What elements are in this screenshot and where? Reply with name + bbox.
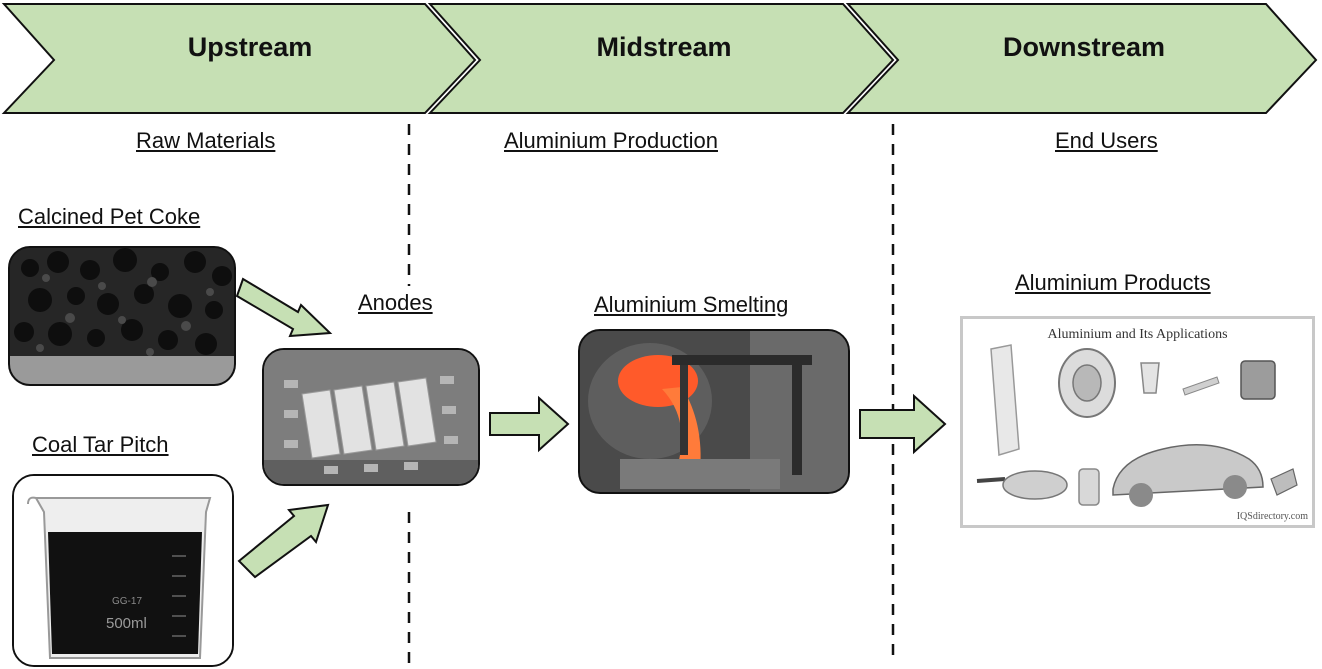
calcined-pet-coke-image — [8, 246, 236, 386]
label-aluminium-products: Aluminium Products — [1015, 270, 1211, 295]
stage-downstream-label: Downstream — [1002, 32, 1166, 62]
wheel-icon — [1058, 348, 1116, 418]
beaker-volume: 500ml — [106, 615, 147, 632]
label-anodes: Anodes — [358, 290, 433, 315]
coal-tar-pitch-image: GG-17 500ml — [12, 474, 234, 667]
label-coal-tar-pitch: Coal Tar Pitch — [32, 432, 169, 457]
aluminium-products-image: Aluminium and Its Applications IQSdirect — [960, 316, 1315, 528]
car-wheels — [1129, 475, 1247, 507]
pan-icon — [976, 470, 1068, 500]
tube-icon — [1182, 376, 1220, 396]
engine-part-icon — [1240, 360, 1276, 400]
beaker-graphic: GG-17 500ml — [14, 476, 232, 665]
arrow-anodes-to-smelting — [489, 395, 570, 453]
smelting-graphic — [580, 331, 848, 492]
arrow-coke-to-anodes — [235, 277, 333, 338]
section-end-users: End Users — [1055, 128, 1158, 153]
anode-blocks-graphic — [264, 350, 478, 484]
beaker-mark-top: GG-17 — [112, 596, 142, 607]
door-icon — [990, 344, 1020, 456]
upstream-chevron — [1, 3, 477, 114]
cup-icon — [1140, 362, 1160, 394]
downstream-chevron — [845, 3, 1318, 114]
stage-midstream-label: Midstream — [596, 32, 732, 62]
products-illustration — [976, 344, 1298, 507]
arrow-smelting-to-products — [859, 393, 947, 455]
bracket-icon — [1270, 468, 1298, 496]
label-aluminium-smelting: Aluminium Smelting — [594, 292, 789, 317]
coke-granules-graphic — [10, 248, 234, 384]
section-aluminium-production: Aluminium Production — [504, 128, 718, 153]
midstream-chevron — [427, 3, 895, 114]
arrow-pitch-to-anodes — [237, 503, 330, 579]
products-image-watermark: IQSdirectory.com — [1236, 511, 1308, 522]
section-raw-materials: Raw Materials — [136, 128, 276, 153]
stage-upstream-label: Upstream — [187, 32, 313, 62]
aluminium-smelting-image — [578, 329, 850, 494]
label-calcined-pet-coke: Calcined Pet Coke — [18, 204, 201, 229]
anodes-image — [262, 348, 480, 486]
can-icon — [1078, 468, 1100, 506]
products-image-title: Aluminium and Its Applications — [1047, 327, 1228, 342]
